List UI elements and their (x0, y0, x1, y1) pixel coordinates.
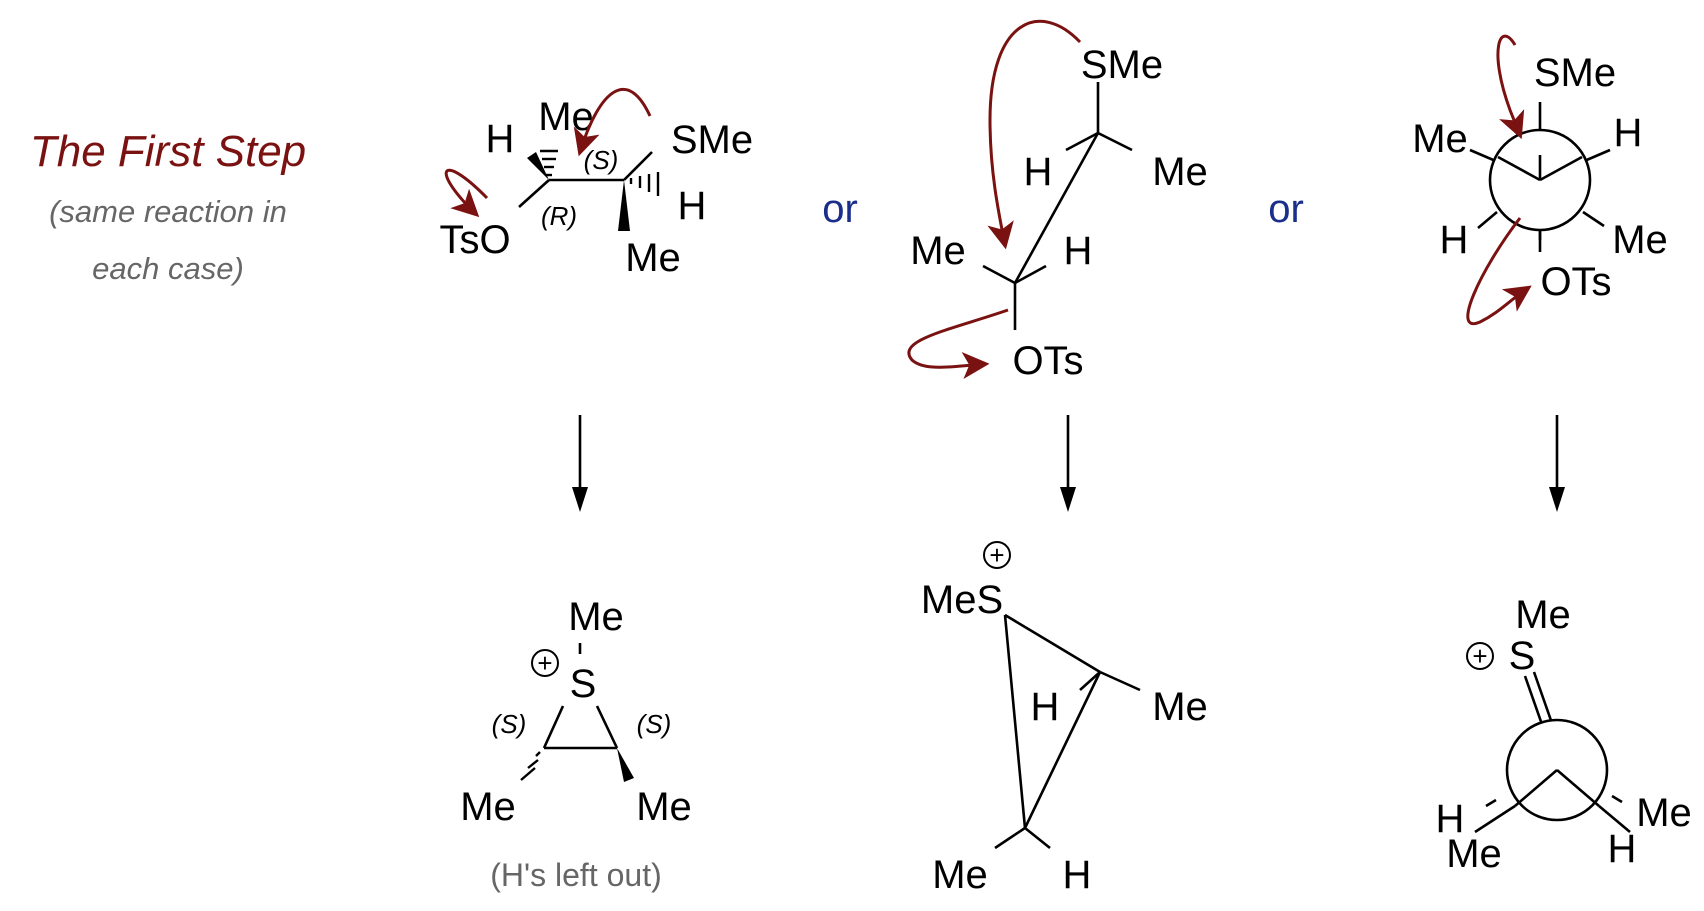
atom-h: H (1614, 111, 1643, 155)
atom-mes: MeS (921, 578, 1003, 622)
atom-me: Me (1412, 117, 1468, 161)
product-episulfonium-1: Me S + (S) (S) Me Me (H's left out) (460, 595, 692, 893)
atom-h: H (1064, 229, 1093, 273)
plus-charge: + (989, 540, 1004, 570)
title: The First Step (30, 127, 306, 176)
atom-me: Me (568, 595, 624, 639)
newman-structure: SMe Me H H Me OTs (1412, 34, 1668, 326)
atom-ots: OTs (1012, 339, 1083, 383)
subtitle-line2: each case) (92, 251, 244, 286)
atom-h: H (1063, 853, 1092, 897)
sawhorse-structure: SMe H Me Me H OTs (907, 19, 1208, 383)
atom-me: Me (1636, 791, 1692, 835)
config-label-r: (R) (541, 201, 577, 231)
atom-me: Me (1515, 593, 1571, 637)
atom-s: S (1509, 634, 1536, 678)
atom-sme: SMe (671, 118, 753, 162)
config-label-s: (S) (637, 709, 672, 739)
atom-s: S (570, 662, 597, 706)
product-episulfonium-3: Me S + H Me Me H (1436, 593, 1692, 876)
atom-me: Me (636, 785, 692, 829)
reaction-arrow-3 (1549, 415, 1565, 512)
or-separator-1: or (822, 187, 858, 231)
or-separator-2: or (1268, 187, 1304, 231)
atom-h: H (1436, 797, 1465, 841)
atom-me: Me (1152, 685, 1208, 729)
reaction-arrow-2 (1060, 415, 1076, 512)
wedge-dash-structure: H Me SMe H TsO Me (R) (S) (439, 87, 753, 280)
subtitle-line1: (same reaction in (49, 194, 287, 229)
atom-me: Me (1152, 150, 1208, 194)
atom-me: Me (910, 229, 966, 273)
atom-h: H (1608, 827, 1637, 871)
atom-sme: SMe (1081, 43, 1163, 87)
product-episulfonium-2: MeS + H Me Me H (921, 540, 1208, 897)
atom-me: Me (460, 785, 516, 829)
reaction-arrow-1 (572, 415, 588, 512)
atom-me: Me (625, 236, 681, 280)
config-label-s: (S) (492, 709, 527, 739)
atom-sme: SMe (1534, 51, 1616, 95)
atom-ots: OTs (1540, 260, 1611, 304)
config-label-s: (S) (584, 145, 619, 175)
atom-me: Me (1612, 218, 1668, 262)
atom-h: H (486, 117, 515, 161)
atom-me: Me (932, 853, 988, 897)
atom-tso: TsO (439, 218, 510, 262)
atom-h: H (1024, 150, 1053, 194)
atom-me: Me (1446, 832, 1502, 876)
atom-h: H (1440, 218, 1469, 262)
atom-h: H (678, 184, 707, 228)
note-h-omitted: (H's left out) (490, 857, 661, 893)
plus-charge: + (1472, 641, 1487, 671)
plus-charge: + (537, 648, 552, 678)
atom-h: H (1031, 685, 1060, 729)
